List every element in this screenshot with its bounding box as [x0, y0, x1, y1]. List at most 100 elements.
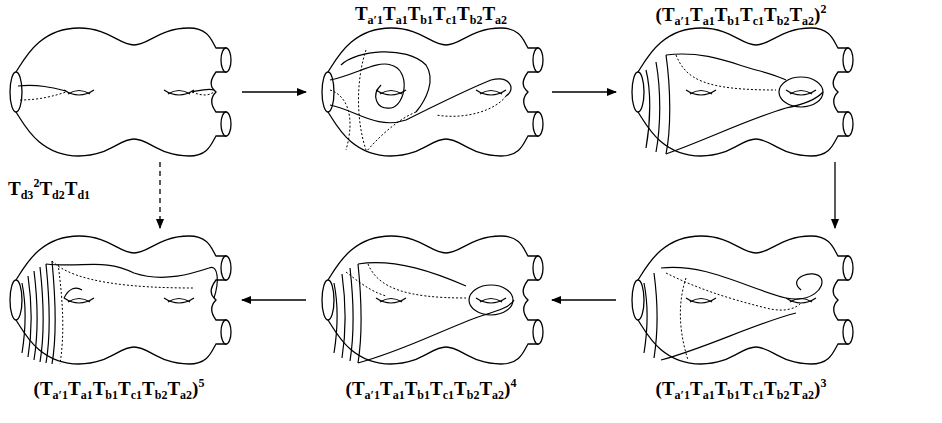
label-part: T: [430, 378, 443, 399]
subscript: c1: [446, 13, 457, 27]
surface-panel: [632, 28, 853, 156]
subscript: b2: [155, 388, 168, 402]
label-part: T: [68, 378, 81, 399]
superscript: 2: [33, 176, 39, 190]
label-part: T: [380, 378, 393, 399]
label-part: T: [457, 3, 470, 24]
subscript: b2: [470, 13, 483, 27]
superscript: 3: [820, 376, 826, 390]
subscript: b1: [727, 388, 740, 402]
label-part: T: [408, 3, 421, 24]
label-part: T: [482, 3, 495, 24]
step-arrow: [242, 299, 306, 300]
subscript: a′1: [675, 388, 690, 402]
surface-panel: [322, 28, 543, 156]
label-part: T: [740, 378, 753, 399]
subscript: b1: [105, 388, 118, 402]
label-part: T: [352, 378, 365, 399]
twist-label: (Ta′1Ta1Tb1Tc1Tb2Ta2)3: [656, 376, 827, 404]
label-part: T: [355, 3, 368, 24]
surface-panel: [10, 28, 231, 156]
label-part: ): [814, 378, 820, 399]
label-part: T: [690, 4, 703, 25]
surface-panel: [632, 236, 853, 364]
subscript: d2: [52, 188, 65, 202]
label-part: T: [383, 3, 396, 24]
subscript: a′1: [675, 14, 690, 28]
subscript: a1: [393, 388, 405, 402]
superscript: 5: [198, 376, 204, 390]
twist-label: Ta′1Ta1Tb1Tc1Tb2Ta2: [355, 2, 507, 29]
label-part: T: [662, 378, 675, 399]
label-part: ): [504, 378, 510, 399]
superscript: 4: [510, 376, 516, 390]
label-part: T: [433, 3, 446, 24]
twist-label: Td32Td2Td1: [8, 176, 90, 204]
twist-label: (Ta′1Ta1Tb1Tc1Tb2Ta2)5: [34, 376, 205, 404]
step-arrow: [552, 91, 616, 92]
superscript: 2: [820, 2, 826, 16]
label-part: T: [690, 378, 703, 399]
label-part: ): [192, 378, 198, 399]
subscript: b2: [467, 388, 480, 402]
subscript: a2: [802, 14, 814, 28]
label-part: T: [8, 178, 21, 199]
label-part: (: [656, 4, 662, 25]
subscript: b1: [420, 13, 433, 27]
subscript: a1: [396, 13, 408, 27]
subscript: b2: [777, 14, 790, 28]
label-part: T: [764, 378, 777, 399]
subscript: a′1: [365, 388, 380, 402]
surface-panel: [322, 236, 543, 364]
subscript: c1: [131, 388, 142, 402]
subscript: a2: [492, 388, 504, 402]
label-part: T: [454, 378, 467, 399]
label-part: T: [662, 4, 675, 25]
subscript: a2: [802, 388, 814, 402]
twist-label: (Ta′1Ta1Tb1Tc1Tb2Ta2)2: [656, 2, 827, 30]
subscript: c1: [753, 14, 764, 28]
label-part: T: [715, 4, 728, 25]
label-part: T: [142, 378, 155, 399]
surface-panel: [10, 236, 231, 364]
label-part: T: [479, 378, 492, 399]
subscript: c1: [443, 388, 454, 402]
subscript: d1: [77, 188, 90, 202]
label-part: T: [789, 4, 802, 25]
label-part: T: [764, 4, 777, 25]
subscript: a1: [81, 388, 93, 402]
label-part: T: [93, 378, 106, 399]
label-part: T: [740, 4, 753, 25]
subscript: d3: [21, 188, 34, 202]
label-part: ): [814, 4, 820, 25]
label-part: (: [346, 378, 352, 399]
label-part: T: [40, 378, 53, 399]
label-part: T: [715, 378, 728, 399]
subscript: b1: [417, 388, 430, 402]
label-part: T: [405, 378, 418, 399]
subscript: b1: [727, 14, 740, 28]
label-part: T: [789, 378, 802, 399]
subscript: c1: [753, 388, 764, 402]
label-part: T: [65, 178, 78, 199]
subscript: a1: [703, 388, 715, 402]
step-arrow: [242, 91, 306, 92]
subscript: a′1: [53, 388, 68, 402]
subscript: a′1: [368, 13, 383, 27]
label-part: (: [656, 378, 662, 399]
step-arrow: [552, 299, 616, 300]
label-part: (: [34, 378, 40, 399]
subscript: b2: [777, 388, 790, 402]
twist-label: (Ta′1Ta1Tb1Tc1Tb2Ta2)4: [346, 376, 517, 404]
step-arrow: [834, 162, 835, 228]
label-part: T: [167, 378, 180, 399]
subscript: a2: [180, 388, 192, 402]
label-part: T: [39, 178, 52, 199]
label-part: T: [118, 378, 131, 399]
subscript: a1: [703, 14, 715, 28]
dashed-arrow: [159, 162, 160, 228]
subscript: a2: [495, 13, 507, 27]
